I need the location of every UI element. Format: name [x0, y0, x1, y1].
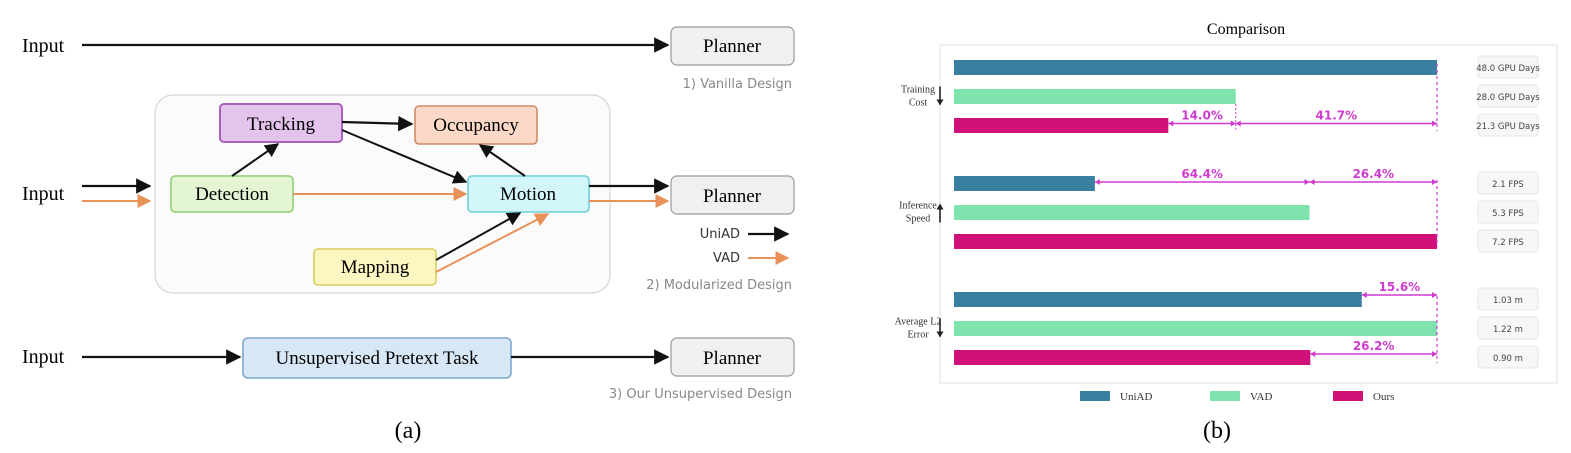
arrow-detection-to-tracking: [231, 143, 280, 177]
detection-label: Detection: [195, 184, 269, 205]
motion-box: [467, 175, 590, 213]
mapping-label: Mapping: [341, 257, 410, 278]
value-label: 21.3 GPU Days: [1476, 122, 1540, 132]
annotation-percent: 26.4%: [1352, 167, 1394, 181]
arrow-tracking-to-occupancy: [341, 115, 414, 132]
value-label-box: [1477, 287, 1539, 311]
legend-swatch-vad: [1210, 391, 1240, 401]
caption-vanilla-design: 1) Vanilla Design: [683, 77, 792, 92]
motion-label: Motion: [500, 184, 556, 205]
pretext-task-label: Unsupervised Pretext Task: [275, 348, 479, 369]
bar-ours-group-2: [954, 234, 1437, 249]
legend-vad-label: VAD: [713, 251, 740, 266]
legend-uniad-label: UniAD: [700, 227, 740, 242]
value-label-box: [1477, 171, 1539, 195]
value-label: 28.0 GPU Days: [1476, 93, 1540, 103]
value-label: 2.1 FPS: [1492, 180, 1524, 190]
arrow-mapping-to-motion-black: [435, 212, 522, 261]
annotation-percent: 64.4%: [1181, 167, 1223, 181]
bars-layer: [954, 60, 1437, 365]
value-label-box: [1477, 113, 1539, 137]
value-label: 1.03 m: [1493, 296, 1523, 306]
planner-box-unsupervised: [670, 337, 795, 377]
input-label-unsupervised: Input: [22, 346, 65, 368]
direction-arrowhead: [936, 331, 944, 338]
value-label-box: [1477, 55, 1539, 79]
value-label-box: [1477, 84, 1539, 108]
planner-box-modular: [670, 175, 795, 215]
group-label: Cost: [909, 98, 928, 109]
value-label: 0.90 m: [1493, 354, 1523, 364]
legend-b-layer: UniAD VAD Ours: [1080, 391, 1394, 403]
annotations-layer: 14.0% 41.7% 64.4% 26.4% 15.6% 26.2%: [1094, 64, 1438, 363]
value-labels-layer: 48.0 GPU Days 28.0 GPU Days 21.3 GPU Days 2…: [1476, 55, 1540, 369]
bar-vad-group-1: [954, 89, 1236, 104]
planner-label-modular: Planner: [703, 186, 762, 207]
group-label: Speed: [906, 214, 930, 225]
planner-box-vanilla: [670, 26, 795, 66]
caption-modularized-design: 2) Modularized Design: [646, 278, 792, 293]
legend-swatch-uniad: [1080, 391, 1110, 401]
group-label: Inference: [899, 201, 937, 212]
occupancy-label: Occupancy: [433, 115, 519, 136]
group-label: Training: [901, 85, 935, 96]
bar-ours-group-3: [954, 350, 1311, 365]
legend-swatch-ours: [1333, 391, 1363, 401]
mapping-box: [313, 248, 437, 286]
caption-unsupervised-design: 3) Our Unsupervised Design: [609, 387, 792, 402]
panel-b-caption: (b): [1203, 418, 1231, 444]
value-label: 1.22 m: [1493, 325, 1523, 335]
legend-label-ours: Ours: [1373, 391, 1394, 403]
bar-vad-group-2: [954, 205, 1310, 220]
bar-uniad-group-2: [954, 176, 1095, 191]
bar-uniad-group-3: [954, 292, 1362, 307]
bar-ours-group-1: [954, 118, 1169, 133]
tracking-label: Tracking: [247, 114, 315, 135]
arrow-motion-to-occupancy: [478, 144, 526, 177]
value-label: 5.3 FPS: [1492, 209, 1524, 219]
bar-vad-group-3: [954, 321, 1437, 336]
group-label: Average L2: [895, 317, 942, 328]
planner-label-vanilla: Planner: [703, 36, 762, 57]
legend-label-vad: VAD: [1250, 391, 1272, 403]
annotation-percent: 15.6%: [1379, 280, 1421, 294]
annotation-percent: 26.2%: [1353, 339, 1395, 353]
direction-arrowhead: [936, 203, 944, 210]
direction-arrowhead: [936, 99, 944, 106]
value-label-box: [1477, 229, 1539, 253]
panel-a: Input Planner 1) Vanilla Design Input Tr…: [22, 26, 795, 444]
annotation-percent: 14.0%: [1181, 109, 1223, 123]
value-label: 7.2 FPS: [1492, 238, 1524, 248]
panel-a-caption: (a): [395, 418, 422, 444]
panel-b: Comparison 14.0% 41.7% 64.4% 26.4% 15.6% 26.2…: [895, 21, 1558, 444]
input-label-modular: Input: [22, 183, 65, 205]
occupancy-box: [414, 105, 538, 145]
annotation-percent: 41.7%: [1316, 109, 1358, 123]
arrow-tracking-to-motion: [341, 129, 468, 184]
arrow-mapping-to-motion-orange: [435, 213, 550, 273]
planner-label-unsupervised: Planner: [703, 348, 762, 369]
input-label-vanilla: Input: [22, 35, 65, 57]
bar-uniad-group-1: [954, 60, 1437, 75]
value-label-box: [1477, 200, 1539, 224]
group-label: Error: [907, 330, 929, 341]
chart-title: Comparison: [1207, 21, 1285, 38]
legend-label-uniad: UniAD: [1120, 391, 1152, 403]
value-label: 48.0 GPU Days: [1476, 64, 1540, 74]
value-label-box: [1477, 345, 1539, 369]
value-label-box: [1477, 316, 1539, 340]
